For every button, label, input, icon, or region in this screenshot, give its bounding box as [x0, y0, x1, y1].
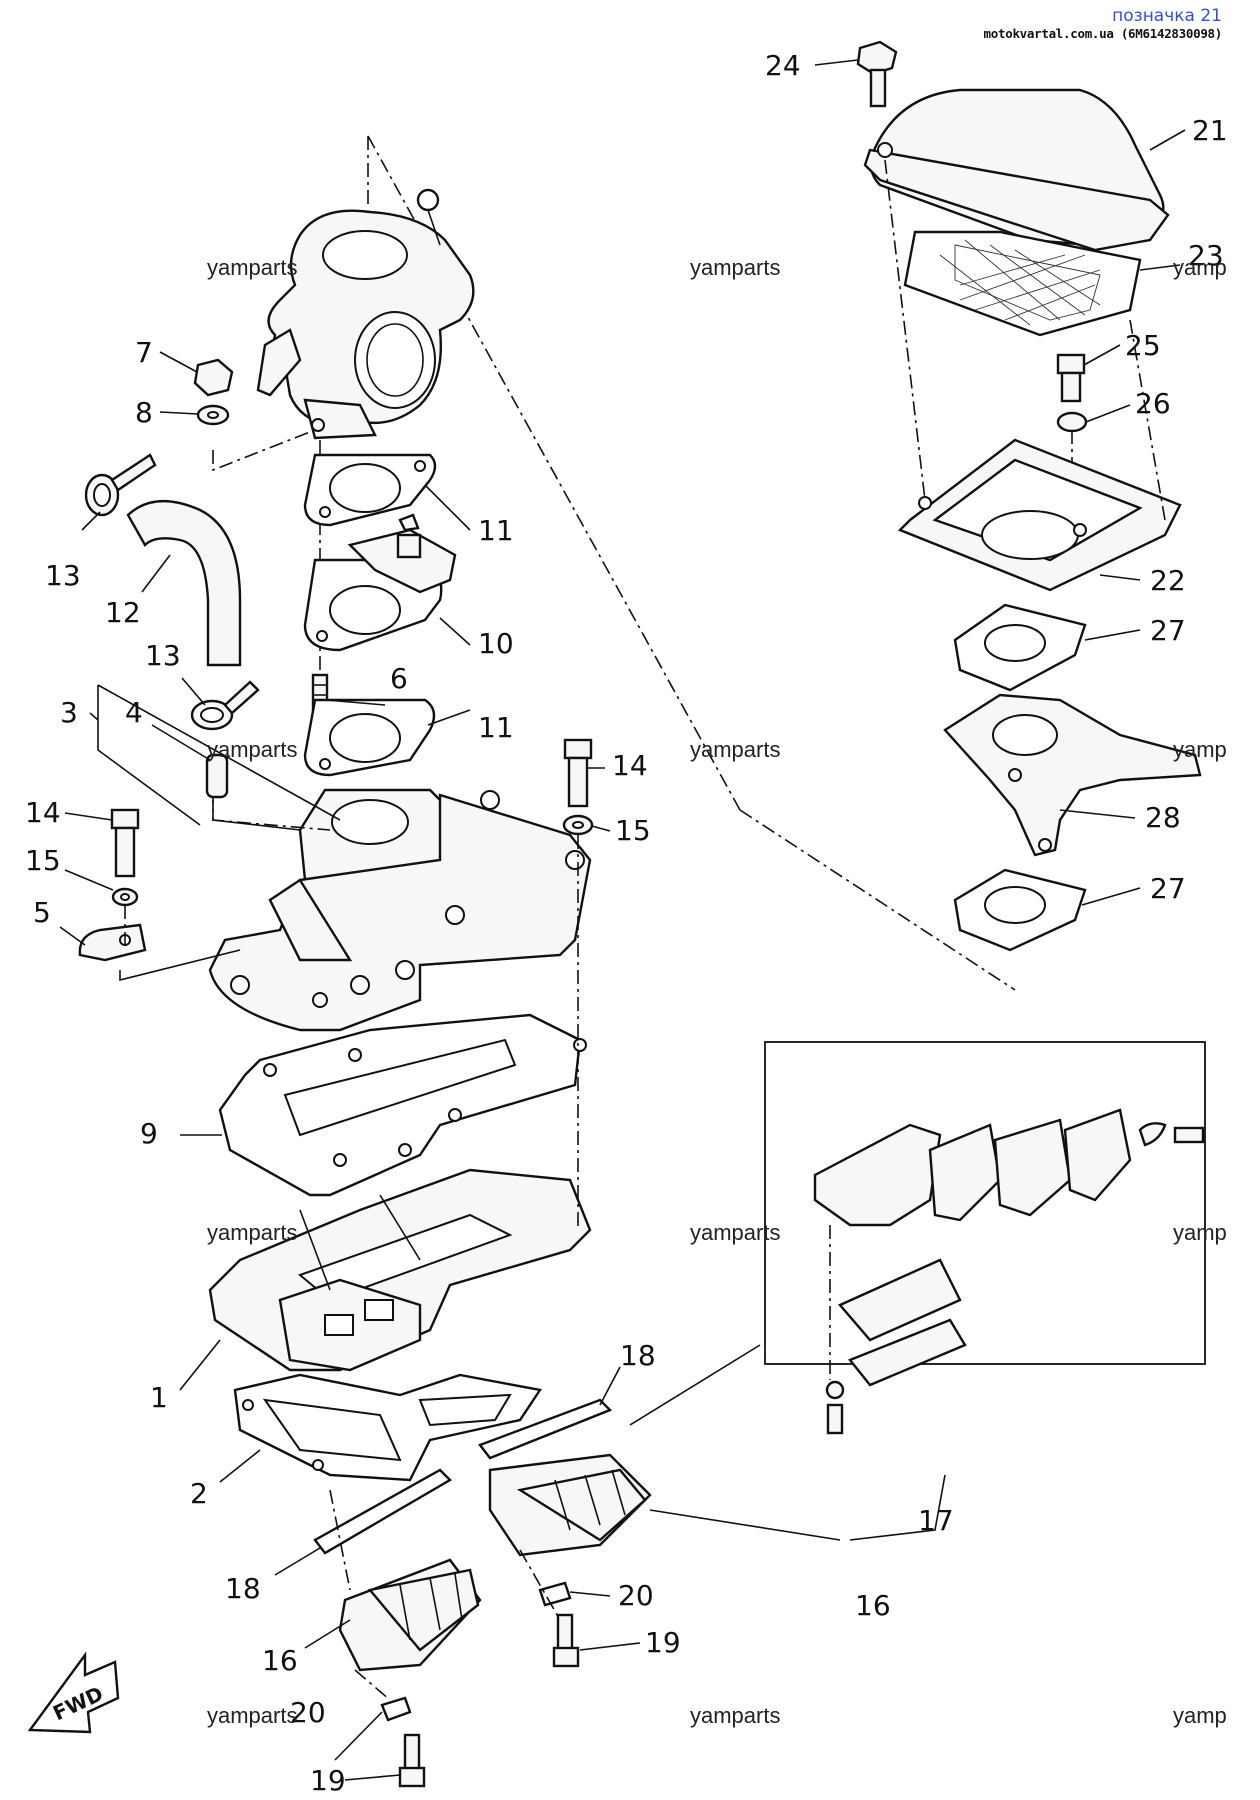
- watermark: yamparts: [207, 1220, 297, 1245]
- clamp-13-upper: [84, 453, 157, 517]
- watermark: yamparts: [690, 737, 780, 762]
- callout-26: 26: [1135, 387, 1171, 420]
- watermark: yamparts: [207, 737, 297, 762]
- stopper-18-right: [478, 1398, 613, 1460]
- callout-15-right: 15: [615, 814, 651, 847]
- callout-11-upper: 11: [478, 514, 514, 547]
- flame-arrester-23: [903, 230, 1142, 337]
- source-label: motokvartal.com.ua (6M6142830098): [983, 26, 1223, 41]
- silencer-case-22: [897, 438, 1182, 592]
- callout-18-right: 18: [620, 1339, 656, 1372]
- callout-9: 9: [140, 1117, 158, 1150]
- callout-6: 6: [390, 662, 408, 695]
- washer-15-left: [111, 887, 139, 907]
- callout-12: 12: [105, 596, 141, 629]
- reed-valve-body-1: [208, 1168, 592, 1372]
- watermark: yamp: [1173, 1220, 1227, 1245]
- bolt-14-right: [563, 738, 593, 808]
- watermarks: yamparts yamparts yamp yamparts yamparts…: [207, 255, 1227, 1728]
- fwd-arrow: FWD: [27, 1651, 120, 1734]
- header: позначка 21 motokvartal.com.ua (6M614283…: [983, 6, 1223, 41]
- part-10-bracket: [303, 513, 457, 652]
- watermark: yamp: [1173, 737, 1227, 762]
- washer-20-right: [538, 1581, 572, 1607]
- bracket-28: [943, 693, 1202, 857]
- part-3-outline: [97, 684, 341, 826]
- callout-28: 28: [1145, 801, 1181, 834]
- callout-20-right: 20: [618, 1579, 654, 1612]
- callout-13-upper: 13: [45, 559, 81, 592]
- bolt-14-left: [110, 808, 140, 878]
- watermark: yamparts: [690, 255, 780, 280]
- callout-16-right: 16: [855, 1589, 891, 1622]
- callout-4: 4: [125, 696, 143, 729]
- callout-8: 8: [135, 396, 153, 429]
- callout-14-left: 14: [25, 796, 61, 829]
- callout-11-lower: 11: [478, 711, 514, 744]
- callout-19-left: 19: [310, 1764, 346, 1797]
- callout-17: 17: [918, 1504, 954, 1537]
- nut-7: [193, 358, 234, 397]
- washer-15-right: [562, 814, 594, 836]
- washer-8: [196, 404, 230, 426]
- watermark: yamparts: [207, 255, 297, 280]
- watermark: yamp: [1173, 255, 1227, 280]
- hose-12: [126, 500, 242, 667]
- washer-26: [1056, 411, 1088, 433]
- callout-10: 10: [478, 627, 514, 660]
- callout-14-right: 14: [612, 749, 648, 782]
- callout-2: 2: [190, 1477, 208, 1510]
- bolt-25: [1056, 353, 1086, 403]
- callout-3: 3: [60, 696, 78, 729]
- watermark: yamparts: [690, 1703, 780, 1728]
- callout-18-left: 18: [225, 1572, 261, 1605]
- inset-box-17: [764, 1041, 1206, 1435]
- callout-21: 21: [1192, 114, 1228, 147]
- clamp-13-lower: [190, 680, 260, 731]
- callout-25: 25: [1125, 329, 1161, 362]
- gasket-11-upper: [303, 453, 437, 527]
- part-4-fitting: [205, 753, 229, 799]
- bolt-19-left: [398, 1733, 426, 1788]
- carburetor: [256, 188, 475, 440]
- reed-valve-16-right: [488, 1453, 652, 1557]
- callout-15-left: 15: [25, 844, 61, 877]
- callout-numbers: 7 8 13 12 13 3 4 14 15 5 6 11 11 10 14 1…: [25, 49, 1228, 1797]
- callout-23: 23: [1188, 239, 1224, 272]
- intake-manifold: [208, 788, 592, 1032]
- watermark: yamp: [1173, 1703, 1227, 1728]
- callout-27-upper: 27: [1150, 614, 1186, 647]
- callout-20-left: 20: [290, 1696, 326, 1729]
- clamp-5: [78, 923, 147, 962]
- gasket-27-upper: [953, 603, 1087, 692]
- callout-16-left: 16: [262, 1644, 298, 1677]
- reed-valve-16-left: [338, 1558, 482, 1672]
- stopper-18-left: [313, 1468, 452, 1555]
- gasket-2: [233, 1373, 543, 1482]
- watermark: yamparts: [690, 1220, 780, 1245]
- washer-20-left: [380, 1696, 412, 1722]
- callout-7: 7: [135, 336, 153, 369]
- callout-19-right: 19: [645, 1626, 681, 1659]
- bolt-24: [856, 40, 898, 108]
- callout-24: 24: [765, 49, 801, 82]
- page-label: позначка 21: [1112, 6, 1222, 26]
- callout-22: 22: [1150, 564, 1186, 597]
- bolt-19-right: [552, 1613, 580, 1668]
- leader-lines: [59, 59, 1186, 1781]
- silencer-cover-21: [863, 88, 1170, 252]
- watermark: yamparts: [207, 1703, 297, 1728]
- callout-13-lower: 13: [145, 639, 181, 672]
- callout-27-lower: 27: [1150, 872, 1186, 905]
- callout-5: 5: [33, 896, 51, 929]
- gasket-27-lower: [953, 868, 1087, 952]
- gasket-9: [218, 1013, 587, 1197]
- gasket-11-lower: [303, 698, 436, 777]
- callout-1: 1: [150, 1381, 168, 1414]
